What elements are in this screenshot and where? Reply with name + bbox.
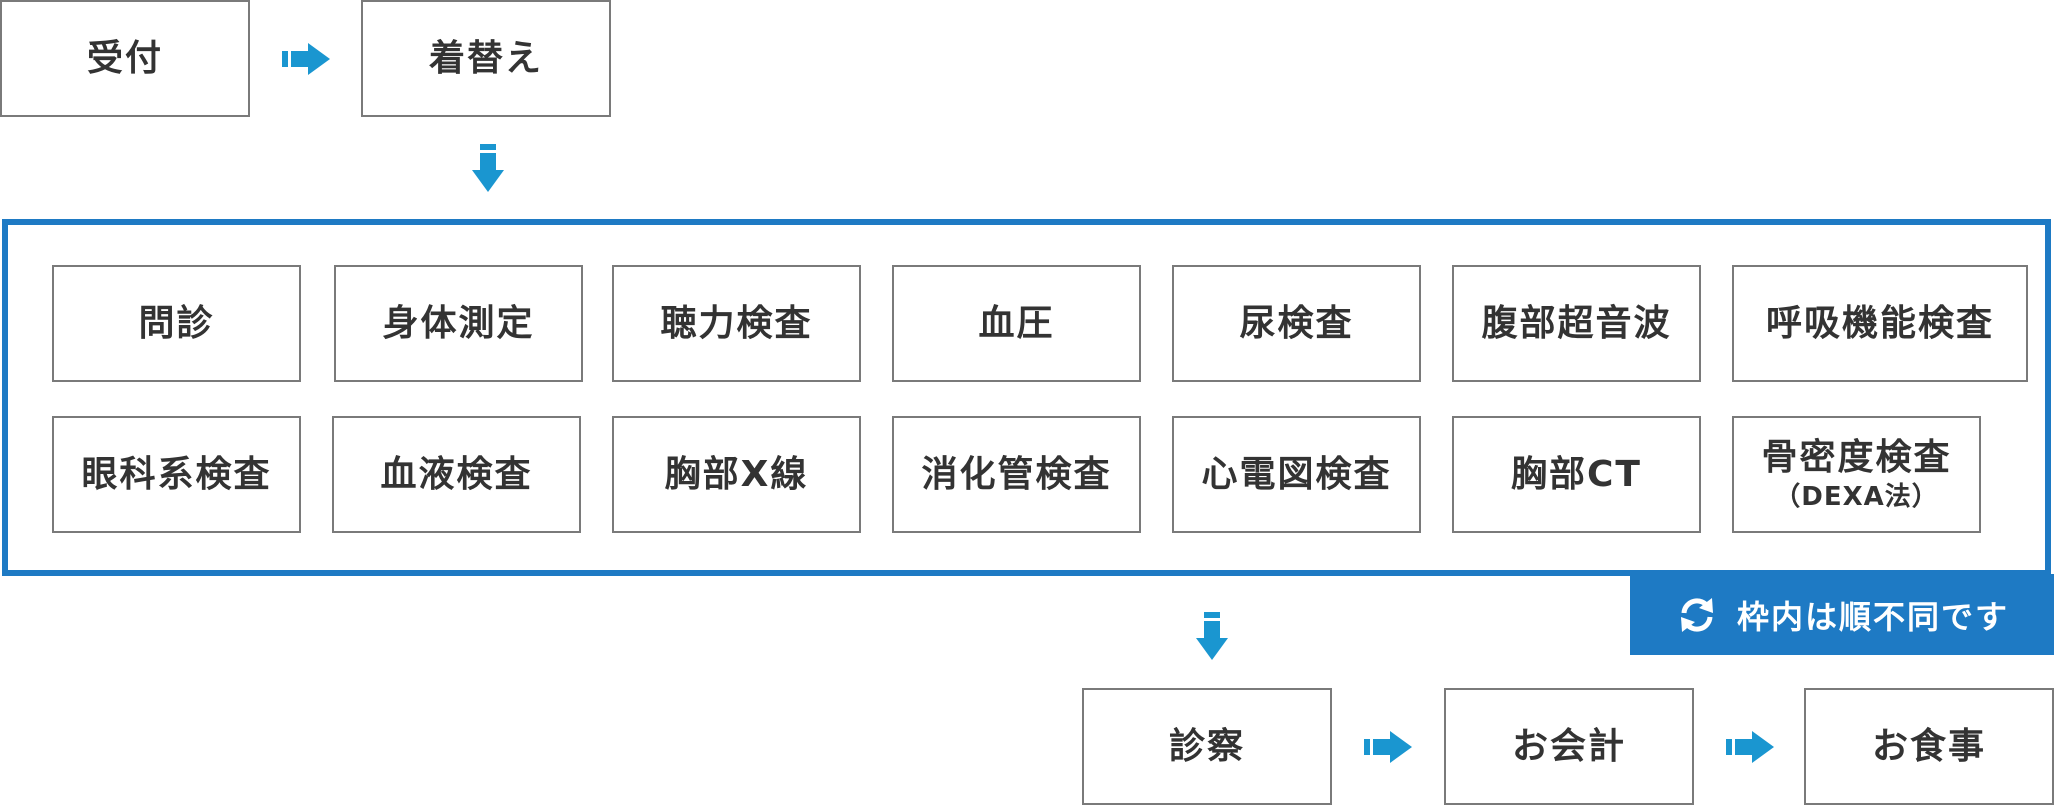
exam-abdominal-ultrasound: 腹部超音波 [1452,265,1701,382]
exam-urine: 尿検査 [1172,265,1421,382]
step-meal: お食事 [1804,688,2054,805]
step-consultation: 診察 [1082,688,1332,805]
exam-label: 消化管検査 [921,453,1112,495]
right-arrow-icon [1364,731,1412,763]
exam-label: 問診 [138,302,215,344]
exam-ecg: 心電図検査 [1172,416,1421,533]
exam-label: 骨密度検査 [1761,437,1952,479]
step-label: お会計 [1511,725,1626,767]
exam-label: 胸部CT [1511,453,1642,495]
exam-label: 身体測定 [382,302,535,344]
step-reception: 受付 [0,0,250,117]
exam-interview: 問診 [52,265,301,382]
step-changing: 着替え [361,0,611,117]
down-arrow-icon [472,144,504,192]
note-text: 枠内は順不同です [1736,597,2009,636]
step-label: 診察 [1168,725,1245,767]
exam-label: 胸部X線 [664,453,809,495]
exam-sublabel: （DEXA法） [1774,481,1939,512]
exam-bone-density: 骨密度検査 （DEXA法） [1732,416,1981,533]
exam-blood-pressure: 血圧 [892,265,1141,382]
exam-label: 血液検査 [380,453,533,495]
step-label: 着替え [428,37,543,79]
exam-label: 尿検査 [1239,302,1354,344]
right-arrow-icon [282,43,330,75]
exam-digestive-tract: 消化管検査 [892,416,1141,533]
step-label: 受付 [86,37,163,79]
order-note-badge: 枠内は順不同です [1630,574,2054,655]
exam-ophthalmology: 眼科系検査 [52,416,301,533]
step-label: お食事 [1871,725,1986,767]
exam-label: 呼吸機能検査 [1765,302,1994,344]
exam-label: 聴力検査 [660,302,813,344]
exam-chest-xray: 胸部X線 [612,416,861,533]
down-arrow-icon [1196,612,1228,660]
exam-blood-test: 血液検査 [332,416,581,533]
exam-chest-ct: 胸部CT [1452,416,1701,533]
exam-hearing: 聴力検査 [612,265,861,382]
right-arrow-icon [1726,731,1774,763]
exam-label: 眼科系検査 [81,453,272,495]
exam-label: 腹部超音波 [1481,302,1672,344]
exam-body-measurement: 身体測定 [334,265,583,382]
refresh-icon [1680,597,1713,632]
exam-label: 心電図検査 [1201,453,1392,495]
exam-respiratory-function: 呼吸機能検査 [1732,265,2028,382]
step-payment: お会計 [1444,688,1694,805]
exam-label: 血圧 [978,302,1055,344]
